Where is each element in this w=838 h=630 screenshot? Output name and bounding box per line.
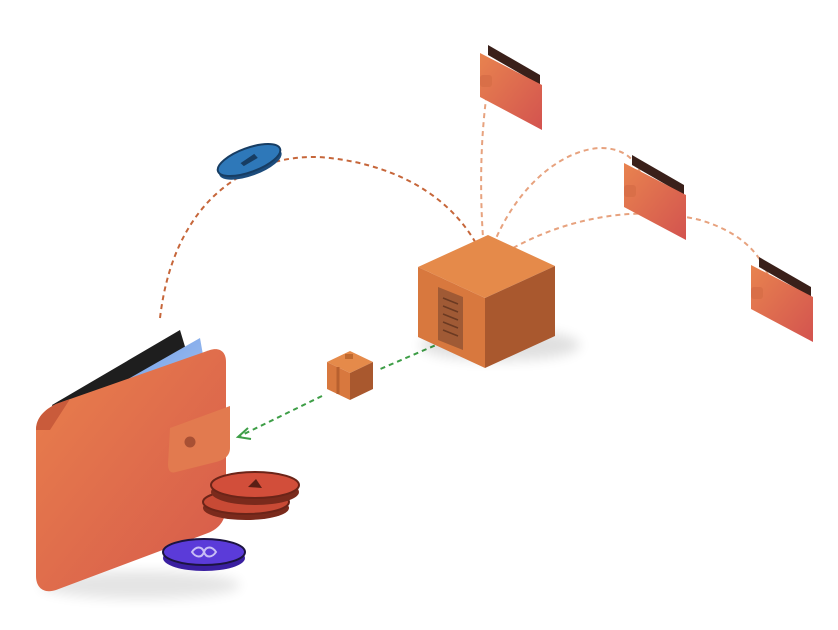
small-wallet-icon-right — [751, 257, 813, 342]
arc-box-to-wallet-mid — [486, 146, 646, 263]
clasp-button-icon — [184, 436, 196, 448]
small-box-icon — [327, 351, 373, 400]
wallet-clasp-icon — [168, 406, 230, 473]
blue-coin-icon — [216, 143, 282, 180]
purple-coin-icon — [162, 538, 246, 571]
arc-wallet-to-box — [159, 156, 486, 319]
arrow-head-icon — [235, 427, 252, 440]
small-wallet-icon-top — [480, 45, 542, 130]
small-wallet-icon-middle — [624, 155, 686, 240]
red-coin-stack-icon — [202, 471, 300, 520]
large-wallet-icon — [36, 330, 240, 599]
arc-box-to-wallet-right — [489, 212, 771, 281]
box-icon — [418, 235, 580, 368]
